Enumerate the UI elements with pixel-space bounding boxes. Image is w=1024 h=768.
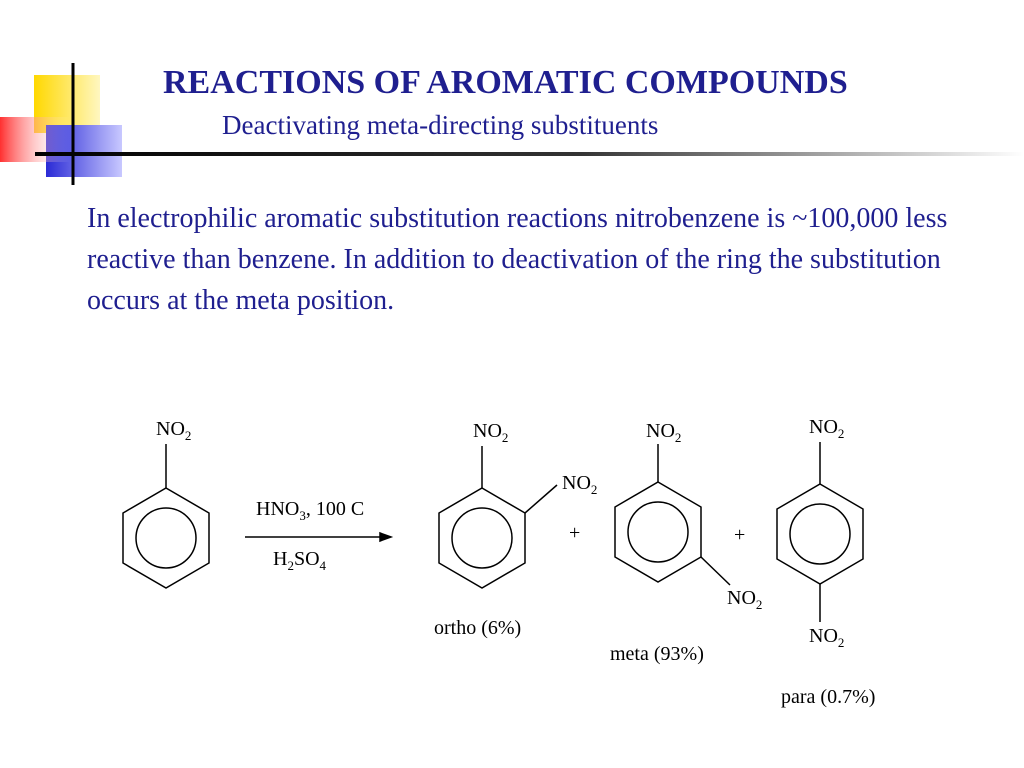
- reaction-arrow-head: [379, 531, 394, 543]
- bond-ortho-2: [524, 484, 558, 514]
- ring-circle-meta: [627, 501, 689, 563]
- bond-meta-2: [700, 556, 731, 586]
- label-ortho: ortho (6%): [434, 617, 521, 639]
- no2-para-bottom: NO2: [809, 625, 844, 650]
- no2-ortho-side: NO2: [562, 472, 597, 497]
- reagent-top: HNO3, 100 C: [256, 498, 364, 523]
- label-meta: meta (93%): [610, 643, 704, 665]
- plus-sign-2: +: [734, 524, 745, 546]
- no2-meta-top: NO2: [646, 420, 681, 445]
- benzene-ring-reactant: [122, 487, 210, 589]
- slide-decoration: [0, 63, 1024, 185]
- ring-circle-ortho: [451, 507, 513, 569]
- label-para: para (0.7%): [781, 686, 875, 708]
- benzene-ring-meta: [614, 481, 702, 583]
- plus-sign-1: +: [569, 522, 580, 544]
- no2-para-top: NO2: [809, 416, 844, 441]
- no2-reactant: NO2: [156, 418, 191, 443]
- slide-title: REACTIONS OF AROMATIC COMPOUNDS: [163, 64, 848, 101]
- ring-circle-reactant: [135, 507, 197, 569]
- title-rule: [35, 152, 1024, 156]
- reagent-bottom: H2SO4: [273, 548, 327, 573]
- slide-subtitle: Deactivating meta-directing substituents: [222, 110, 659, 140]
- no2-ortho-top: NO2: [473, 420, 508, 445]
- ring-circle-para: [789, 503, 851, 565]
- no2-meta-bottom: NO2: [727, 587, 762, 612]
- body-paragraph: In electrophilic aromatic substitution r…: [87, 203, 948, 316]
